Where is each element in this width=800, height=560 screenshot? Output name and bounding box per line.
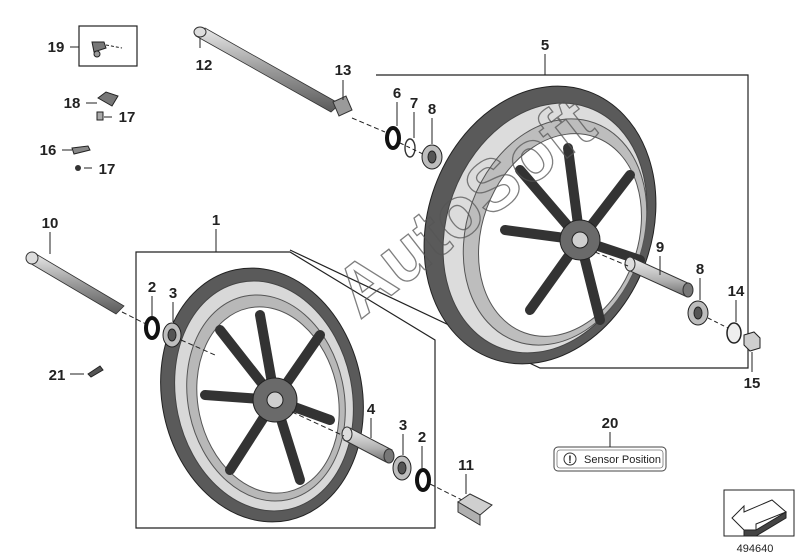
valve-18[interactable] <box>97 91 119 107</box>
sleeve-9[interactable] <box>624 256 694 298</box>
front-wheel-frame <box>135 251 436 529</box>
callout-14: 14 <box>728 283 745 300</box>
sensor-position-text: Sensor Position <box>584 454 661 466</box>
o-ring-7[interactable] <box>404 138 416 158</box>
callout-1: 1 <box>212 212 220 229</box>
callout-8-upper: 8 <box>428 101 436 118</box>
callout-13: 13 <box>335 62 352 79</box>
sleeve-4[interactable] <box>341 426 395 464</box>
cap-17-lower[interactable] <box>75 165 81 171</box>
callout-8-lower: 8 <box>696 261 704 278</box>
callout-2-right: 2 <box>418 429 426 446</box>
sensor-position-label: ! Sensor Position <box>553 446 667 472</box>
callout-6: 6 <box>393 85 401 102</box>
circlip-6[interactable] <box>385 126 401 150</box>
callout-3-left: 3 <box>169 285 177 302</box>
front-wheel[interactable] <box>138 249 387 541</box>
callout-21: 21 <box>49 367 66 384</box>
callout-15: 15 <box>744 375 761 392</box>
diagram-id: 494640 <box>737 543 774 555</box>
callout-3-right: 3 <box>399 417 407 434</box>
callout-16: 16 <box>40 142 57 159</box>
cap-17-upper[interactable] <box>96 111 104 121</box>
callout-9: 9 <box>656 239 664 256</box>
spacer-11[interactable] <box>457 493 493 526</box>
callout-20: 20 <box>602 415 619 432</box>
pin-21[interactable] <box>87 365 104 378</box>
nut-15[interactable] <box>743 331 761 352</box>
rear-axle[interactable] <box>193 26 341 113</box>
washer-14[interactable] <box>726 322 742 344</box>
valve-19[interactable] <box>91 41 123 58</box>
circlip-2-left[interactable] <box>144 316 160 340</box>
svg-text:!: ! <box>568 454 572 466</box>
callout-17-lower: 17 <box>99 161 116 178</box>
callout-2-left: 2 <box>148 279 156 296</box>
valve-16[interactable] <box>71 145 91 155</box>
bearing-8-front[interactable] <box>687 300 709 326</box>
callout-10: 10 <box>42 215 59 232</box>
direction-arrow-icon <box>723 489 795 537</box>
leader-lines <box>49 38 753 494</box>
callout-18: 18 <box>64 95 81 112</box>
bearing-8-rear[interactable] <box>421 144 443 170</box>
bearing-3-right[interactable] <box>392 455 412 481</box>
front-axle[interactable] <box>25 251 125 315</box>
callout-4: 4 <box>367 401 376 418</box>
callout-17-upper: 17 <box>119 109 136 126</box>
info-icon <box>563 452 577 466</box>
callout-19: 19 <box>48 39 65 56</box>
valve-box-frame <box>78 25 138 67</box>
callouts: 1 5 12 13 6 7 8 9 8 14 15 10 2 3 4 3 2 1… <box>40 37 761 474</box>
circlip-2-right[interactable] <box>415 468 431 492</box>
callout-11: 11 <box>458 457 474 474</box>
rear-wheel[interactable] <box>386 53 694 396</box>
callout-12: 12 <box>196 57 213 74</box>
callout-5: 5 <box>541 37 549 54</box>
callout-7: 7 <box>410 95 418 112</box>
spacer-13[interactable] <box>332 95 353 117</box>
bearing-3-left[interactable] <box>162 322 182 348</box>
